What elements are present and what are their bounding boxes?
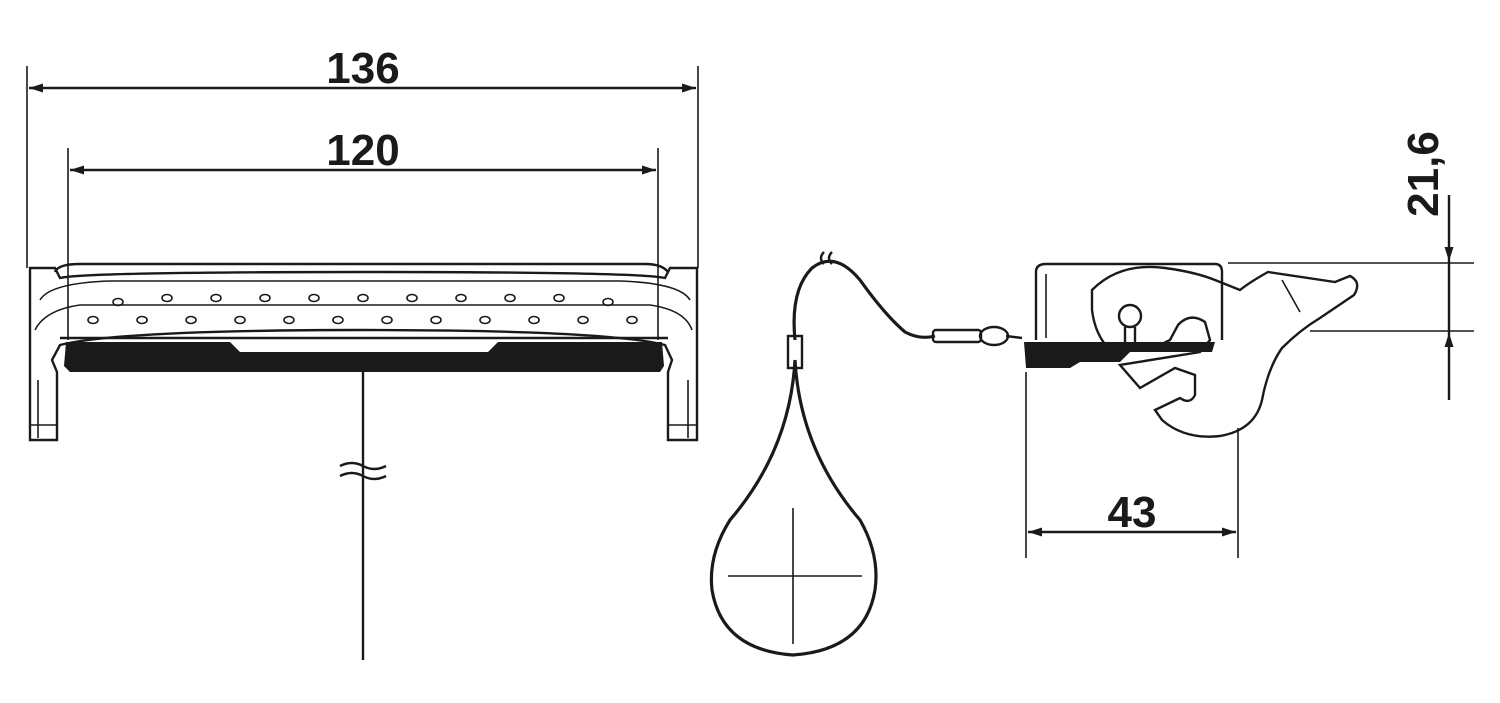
side-view: 43 21,6 <box>709 131 1474 657</box>
cover-top-edge <box>53 262 669 273</box>
cord-loop <box>709 359 878 657</box>
gasket-seal <box>64 342 664 372</box>
perforation-holes <box>87 293 638 325</box>
cord-break-mark-1 <box>819 251 825 265</box>
latch-pivot-pin <box>1117 303 1143 329</box>
cord-eyelet-link <box>1005 334 1023 340</box>
cover-side-body <box>1034 262 1224 340</box>
side-gasket-seal <box>1024 342 1215 368</box>
latch-lever-detail <box>1281 279 1301 313</box>
cover-inner-contour <box>39 280 691 301</box>
break-mark-bottom <box>339 471 387 481</box>
dimension-label-height: 21,6 <box>1399 131 1448 217</box>
cover-body-outline <box>28 266 699 442</box>
cord-eyelet <box>978 325 1010 347</box>
dimension-label-overall-width: 136 <box>326 44 399 93</box>
cord-break-mark-2 <box>827 251 833 265</box>
cord-upper-arc <box>792 259 936 341</box>
break-mark-top <box>339 461 387 471</box>
latch-lever <box>1090 265 1359 438</box>
dimension-label-depth: 43 <box>1108 488 1157 537</box>
dimension-label-inner-width: 120 <box>326 126 399 175</box>
cord-ferrule <box>931 328 983 344</box>
cover-inner-rim <box>34 304 693 331</box>
front-view: 136 120 <box>26 44 699 660</box>
cord-crimp-sleeve <box>786 334 804 370</box>
